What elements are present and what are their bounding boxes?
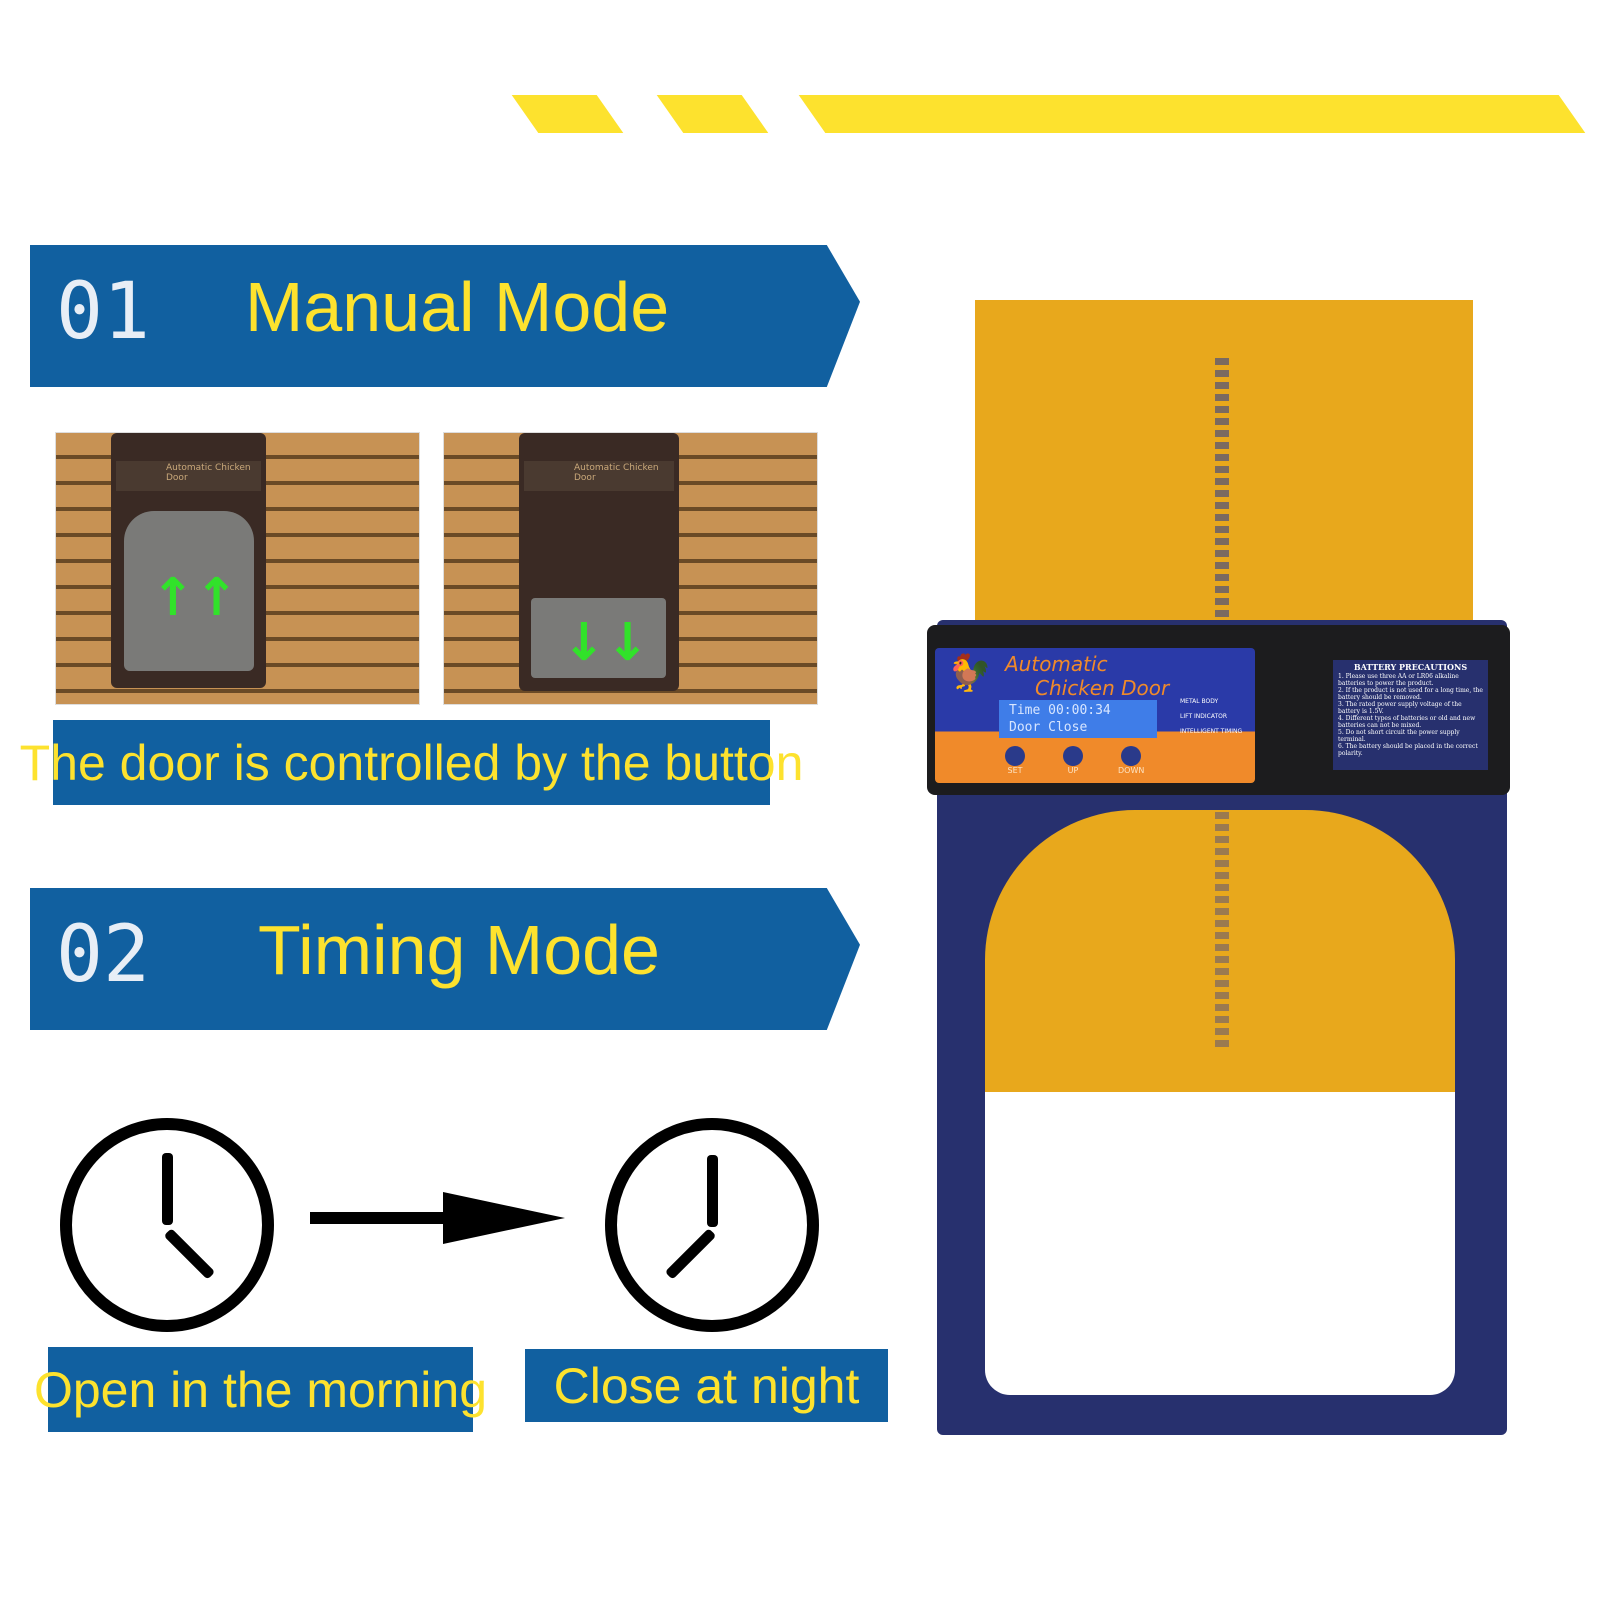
indicator-scale: [1215, 812, 1229, 1047]
caption-manual: The door is controlled by the button: [20, 720, 803, 805]
feature-label: METAL BODY: [1180, 698, 1219, 705]
indicator-scale: [1215, 358, 1229, 618]
arrow-up-icon: ↑↑: [151, 568, 239, 628]
arrow-down-icon: ↓↓: [562, 613, 650, 673]
lcd-display: Time 00:00:34 Door Close: [999, 700, 1157, 738]
photo-label: Automatic Chicken Door: [116, 461, 261, 491]
set-button[interactable]: SET: [1005, 746, 1025, 775]
arrow-right-icon: [310, 1212, 450, 1224]
up-button[interactable]: UP: [1063, 746, 1083, 775]
caption-open-morning: Open in the morning: [34, 1347, 487, 1432]
lcd-line1: Time 00:00:34: [1009, 703, 1111, 718]
clock-morning-icon: [60, 1118, 274, 1332]
decor-stripe: [656, 95, 769, 133]
feature-label: INTELLIGENT TIMING: [1180, 728, 1243, 735]
photo-door-down: Automatic Chicken Door ↓↓: [443, 432, 818, 705]
brand-line2: Chicken Door: [1035, 676, 1170, 700]
feature-label: LIFT INDICATOR: [1180, 713, 1228, 720]
section-title: Manual Mode: [245, 268, 670, 346]
clock-night-icon: [605, 1118, 819, 1332]
rooster-logo-icon: 🐓: [947, 653, 992, 694]
photo-door-up: Automatic Chicken Door ↑↑: [55, 432, 420, 705]
banner-timing-mode: 02 Timing Mode: [30, 888, 860, 1030]
decor-stripe: [798, 95, 1586, 133]
photo-label: Automatic Chicken Door: [524, 461, 674, 491]
decor-stripe: [511, 95, 624, 133]
section-title: Timing Mode: [258, 911, 660, 989]
brand-line1: Automatic: [1005, 652, 1108, 676]
section-number: 01: [56, 267, 150, 357]
battery-precautions-label: BATTERY PRECAUTIONS 1. Please use three …: [1333, 660, 1488, 770]
section-number: 02: [56, 910, 150, 1000]
control-panel: 🐓 Automatic Chicken Door Time 00:00:34 D…: [935, 648, 1255, 783]
down-button[interactable]: DOWN: [1118, 746, 1144, 775]
caption-close-night: Close at night: [525, 1349, 888, 1422]
lcd-line2: Door Close: [1009, 720, 1088, 735]
arrow-head: [443, 1192, 565, 1244]
banner-manual-mode: 01 Manual Mode: [30, 245, 860, 387]
